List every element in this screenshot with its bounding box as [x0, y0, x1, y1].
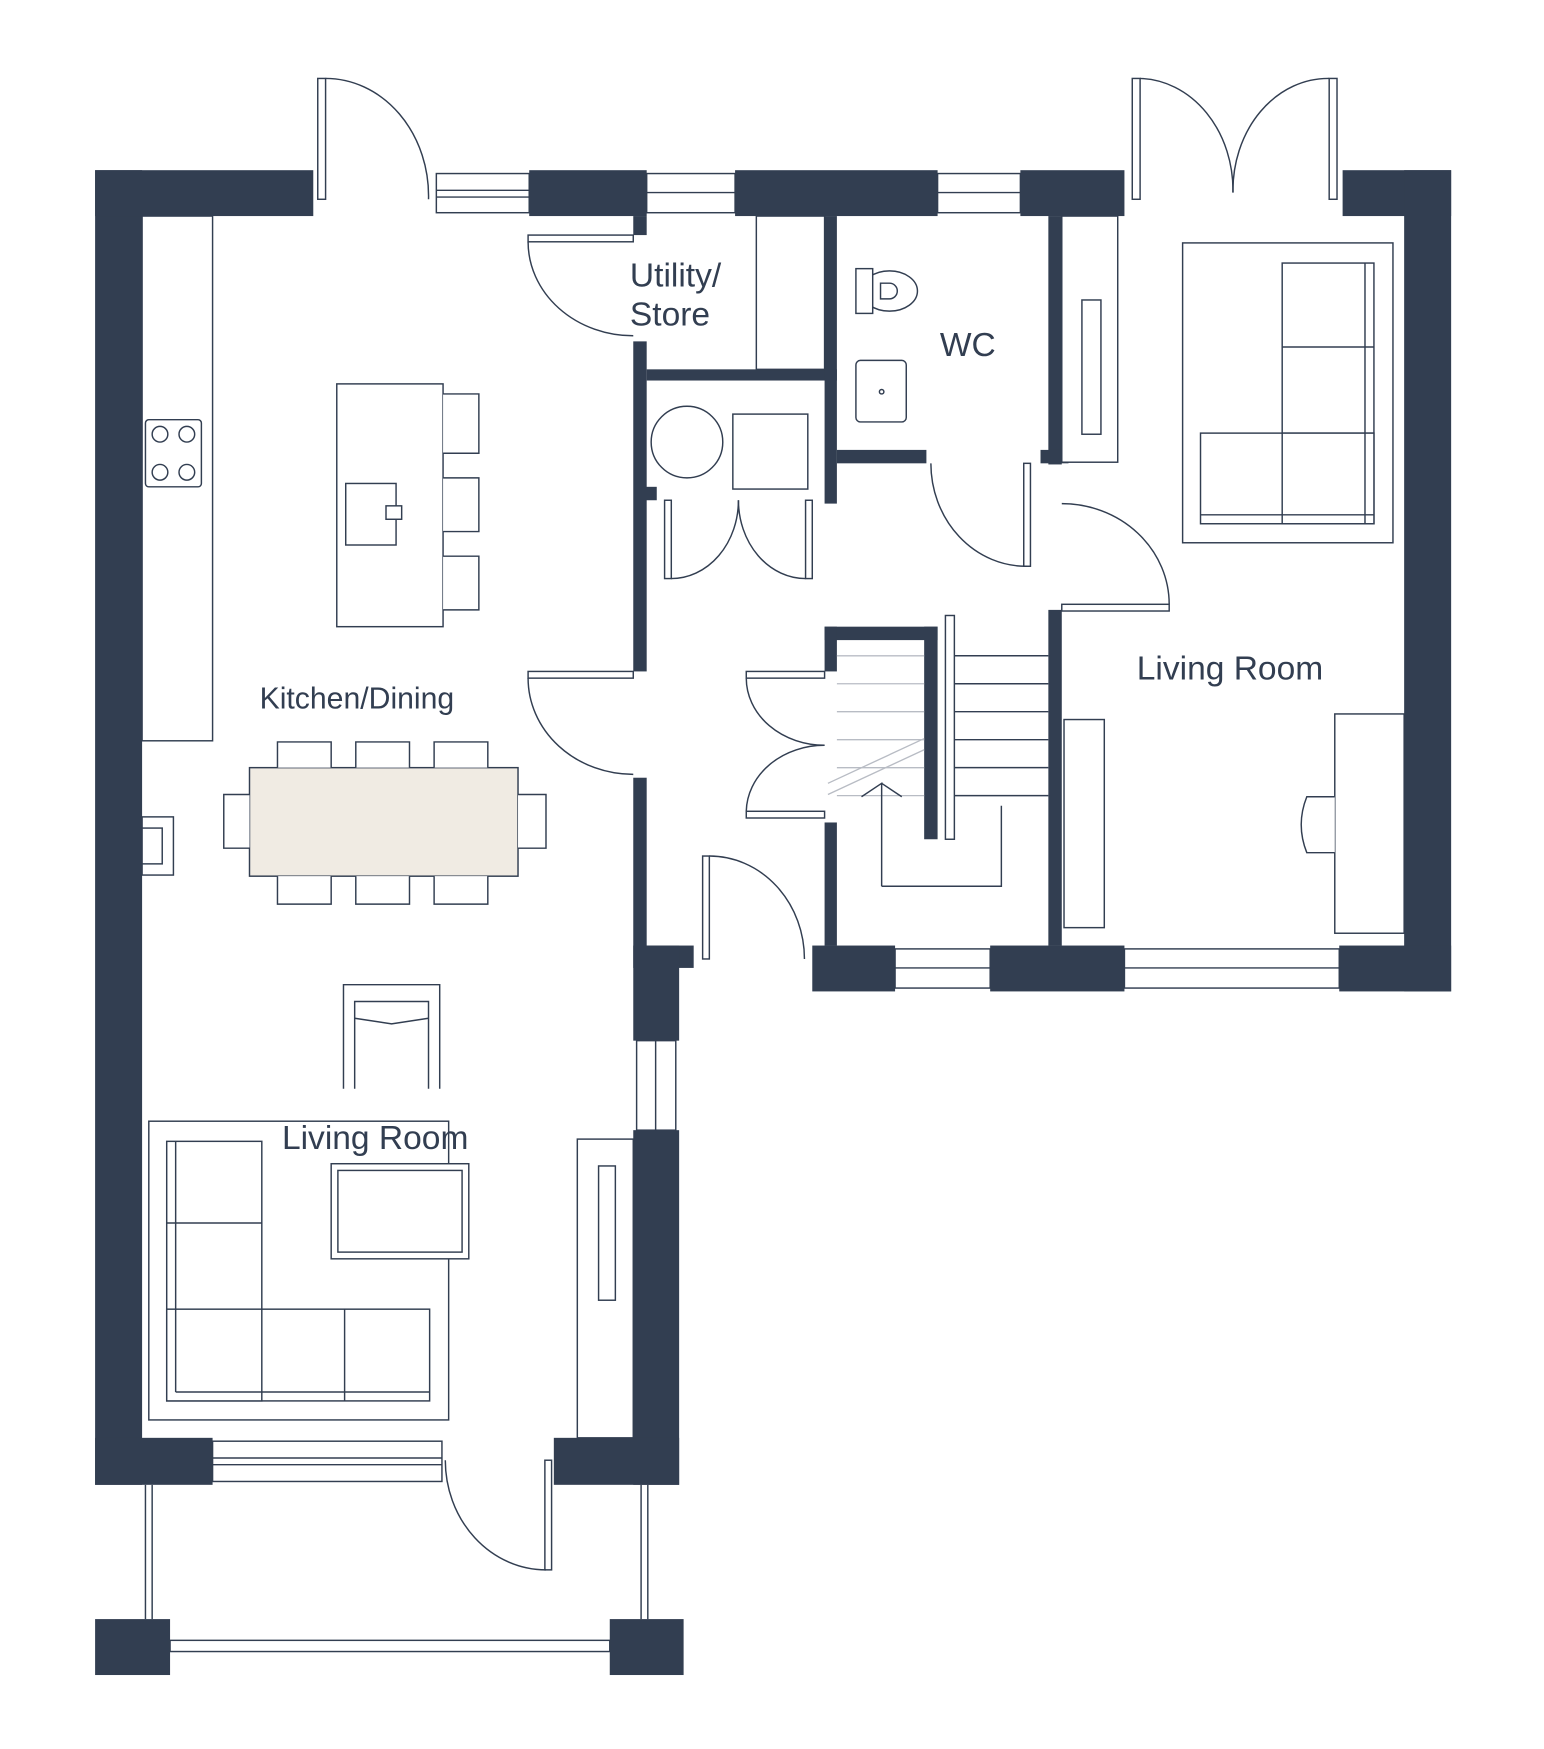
- furniture: [141, 215, 1405, 1439]
- label-living-room-right: Living Room: [1137, 650, 1323, 687]
- label-utility: Utility/: [630, 258, 722, 295]
- label-wc: WC: [940, 327, 996, 364]
- label-store: Store: [630, 297, 710, 334]
- walls: [95, 170, 1452, 1676]
- windows: [144, 172, 1340, 1653]
- room-labels: Utility/ Store WC Living Room Kitchen/Di…: [260, 258, 1324, 1158]
- label-kitchen-dining: Kitchen/Dining: [260, 682, 455, 715]
- label-living-room-left: Living Room: [282, 1120, 468, 1157]
- doors: [317, 77, 1338, 1571]
- stairs: [827, 614, 1049, 887]
